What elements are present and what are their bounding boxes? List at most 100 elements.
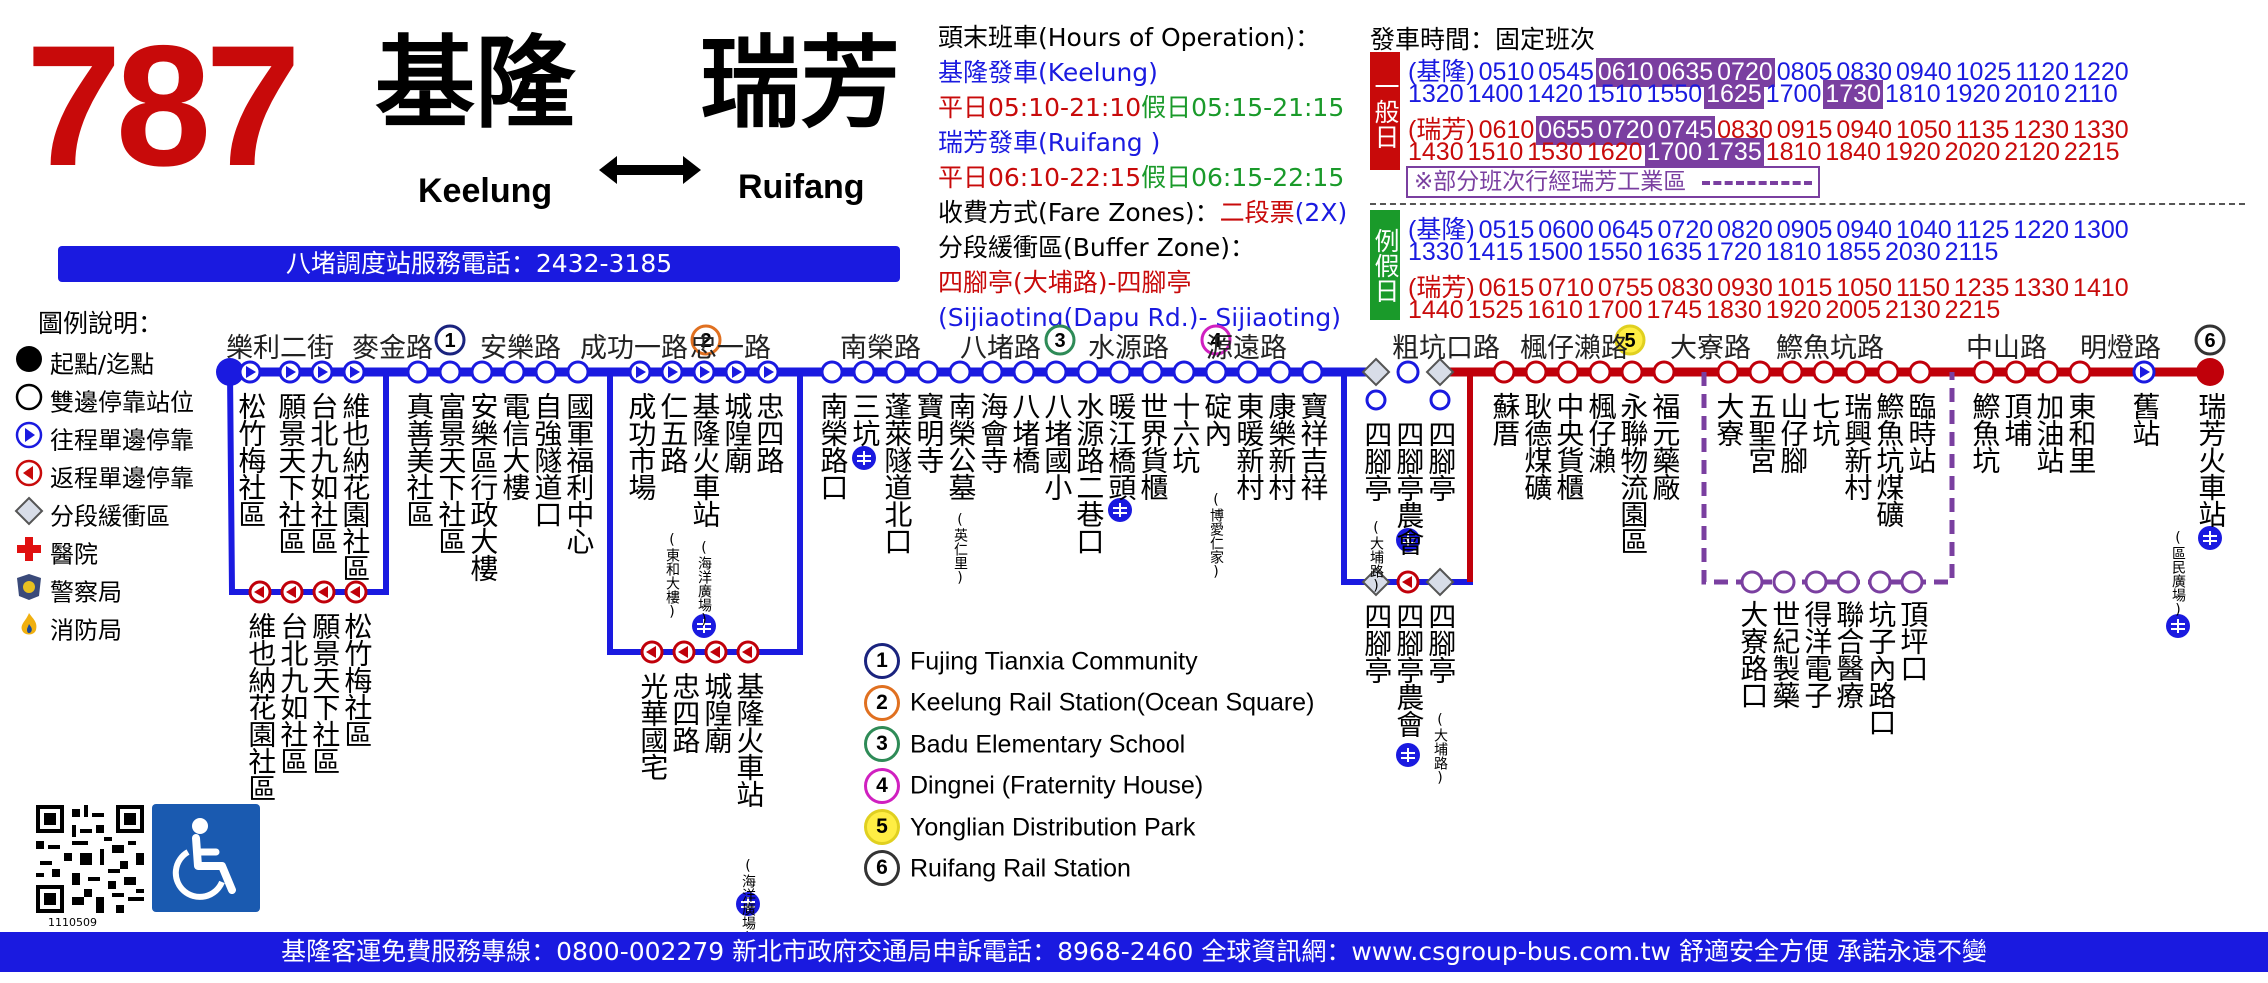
weekday-tag: 一般日: [1370, 52, 1400, 170]
buffer-label: 分段緩衝區(Buffer Zone)：: [938, 233, 1255, 262]
departure-time: 0610: [1478, 116, 1535, 144]
legend-item-label: 起點/迄點: [50, 350, 155, 379]
landmark-label: Ruifang Rail Station: [910, 854, 1131, 883]
stop-note: (海洋廣場): [740, 858, 756, 946]
stop-name: 鰶魚坑煤礦: [1872, 392, 1906, 527]
departure-time: 1220: [2073, 58, 2129, 86]
landmark-marker-icon: [1200, 324, 1232, 356]
stop-circle-icon: [1204, 360, 1228, 384]
stop-circle-icon: [406, 360, 430, 384]
stop-name: 東暖新村: [1232, 392, 1266, 500]
departure-time: 1920: [1765, 296, 1822, 324]
stop-circle-icon: [1108, 360, 1132, 384]
stop-circle-icon: [1524, 360, 1548, 384]
hours-panel: 頭末班車(Hours of Operation)： 基隆發車(Keelung) …: [938, 20, 1347, 335]
departure-time: 1840: [1825, 138, 1881, 166]
return-stop-name: 松竹梅社區: [340, 612, 374, 747]
stop-name: 寶祥吉祥: [1296, 392, 1330, 500]
stop-name: 七坑: [1808, 392, 1842, 446]
start-point-icon: [216, 358, 244, 386]
red-arrow-icon: [14, 458, 44, 494]
schedule-row-label: (基隆): [1408, 216, 1475, 244]
stop-name: 忠四路: [752, 392, 786, 473]
stop-name: 鰶魚坑: [1968, 392, 2002, 473]
stop-name: 五聖宮: [1744, 392, 1778, 473]
qr-code[interactable]: [36, 805, 144, 913]
rail-station-glyph: [2171, 619, 2185, 633]
industrial-stop-icon: [1900, 570, 1924, 594]
origin-en: Keelung: [418, 172, 553, 210]
stop-circle-icon: [1172, 360, 1196, 384]
departure-time: 1015: [1776, 274, 1833, 302]
stop-name: 暖江橋頭: [1104, 392, 1138, 500]
footer-banner: 基隆客運免費服務專線：0800-002279 新北市政府交通局申訴電話：8968…: [0, 932, 2268, 972]
departure-time: 1810: [1765, 138, 1822, 166]
return-stop-name: 城隍廟: [700, 672, 734, 753]
stop-circle-icon: [1236, 360, 1260, 384]
stop-note: (東和大樓): [664, 532, 680, 620]
return-arrow-icon: [254, 586, 264, 598]
fare-value: 二段票: [1219, 198, 1295, 227]
departure-time-industrial: 0610: [1595, 58, 1656, 87]
legend-item: 雙邊停靠站位: [14, 382, 194, 418]
stop-name: 八堵國小: [1040, 392, 1074, 500]
return-stop-name: 得洋電子: [1800, 600, 1834, 708]
stop-name: 成功市場: [624, 392, 658, 500]
stop-circle-icon: [1300, 360, 1324, 384]
buffer-zh: 四腳亭(大埔路)-四腳亭: [938, 268, 1192, 297]
stop-circle-icon: [502, 360, 526, 384]
stop-name: 仁五路: [656, 392, 690, 473]
stop-circle-icon: [852, 360, 876, 384]
stop-name: 維也納花園社區: [338, 392, 372, 581]
stop-circle-icon: [1748, 360, 1772, 384]
rail-station-glyph: [697, 619, 711, 633]
road-section-label: 樂利二街: [226, 333, 334, 364]
legend-item-label: 醫院: [50, 540, 98, 569]
industrial-note: ※部分班次行經瑞芳工業區: [1406, 166, 1820, 198]
departure-time: 1235: [1953, 274, 2010, 302]
stop-name: 中央貨櫃: [1552, 392, 1586, 500]
return-arrow-icon: [646, 646, 656, 658]
holiday-tag: 例假日: [1370, 210, 1400, 320]
road-section-label: 麥金路: [352, 333, 433, 364]
departure-time: 1025: [1955, 58, 2012, 86]
stop-circle-icon: [1812, 360, 1836, 384]
departure-time: 1050: [1836, 274, 1893, 302]
landmark-marker-number: 5: [1624, 330, 1635, 352]
legend-item-label: 分段緩衝區: [50, 502, 170, 531]
fire-dept-icon: [14, 610, 44, 646]
landmark-marker-icon: [1044, 324, 1076, 356]
legend-item: 起點/迄點: [14, 344, 154, 380]
road-section-label: 明燈路: [2080, 333, 2161, 364]
stop-name: 山仔腳: [1776, 392, 1810, 473]
outbound-stop-icon: [1429, 389, 1451, 411]
stop-circle-icon: [1268, 360, 1292, 384]
filled-circle-icon: [14, 344, 44, 380]
departure-time: 2010: [2004, 80, 2060, 108]
landmark-number-icon: 1: [864, 643, 900, 680]
departure-time: 1920: [1944, 80, 2001, 108]
stop-name: 八堵橋: [1008, 392, 1042, 473]
stop-name: 四腳亭: [1360, 420, 1394, 501]
return-arrow-icon: [742, 646, 752, 658]
footer-text: 基隆客運免費服務專線：0800-002279 新北市政府交通局申訴電話：8968…: [281, 937, 1987, 966]
stop-note: (海洋廣場): [696, 540, 712, 628]
return-stop-name: 坑子內路口: [1864, 600, 1898, 735]
legend-title: 圖例說明：: [38, 309, 164, 338]
stop-name: 舊站: [2128, 392, 2162, 446]
return-stop-name: 四腳亭: [1360, 602, 1394, 683]
departure-time: 1125: [1955, 216, 2010, 244]
departure-time: 1610: [1527, 296, 1583, 324]
keelung-departure-label: 基隆發車(Keelung): [938, 58, 1158, 87]
stop-name: 四腳亭農會: [1392, 420, 1426, 555]
fare-label: 收費方式(Fare Zones)：: [938, 198, 1220, 227]
departure-time: 1430: [1408, 138, 1464, 166]
stop-name: 安樂區行政大樓: [466, 392, 500, 581]
